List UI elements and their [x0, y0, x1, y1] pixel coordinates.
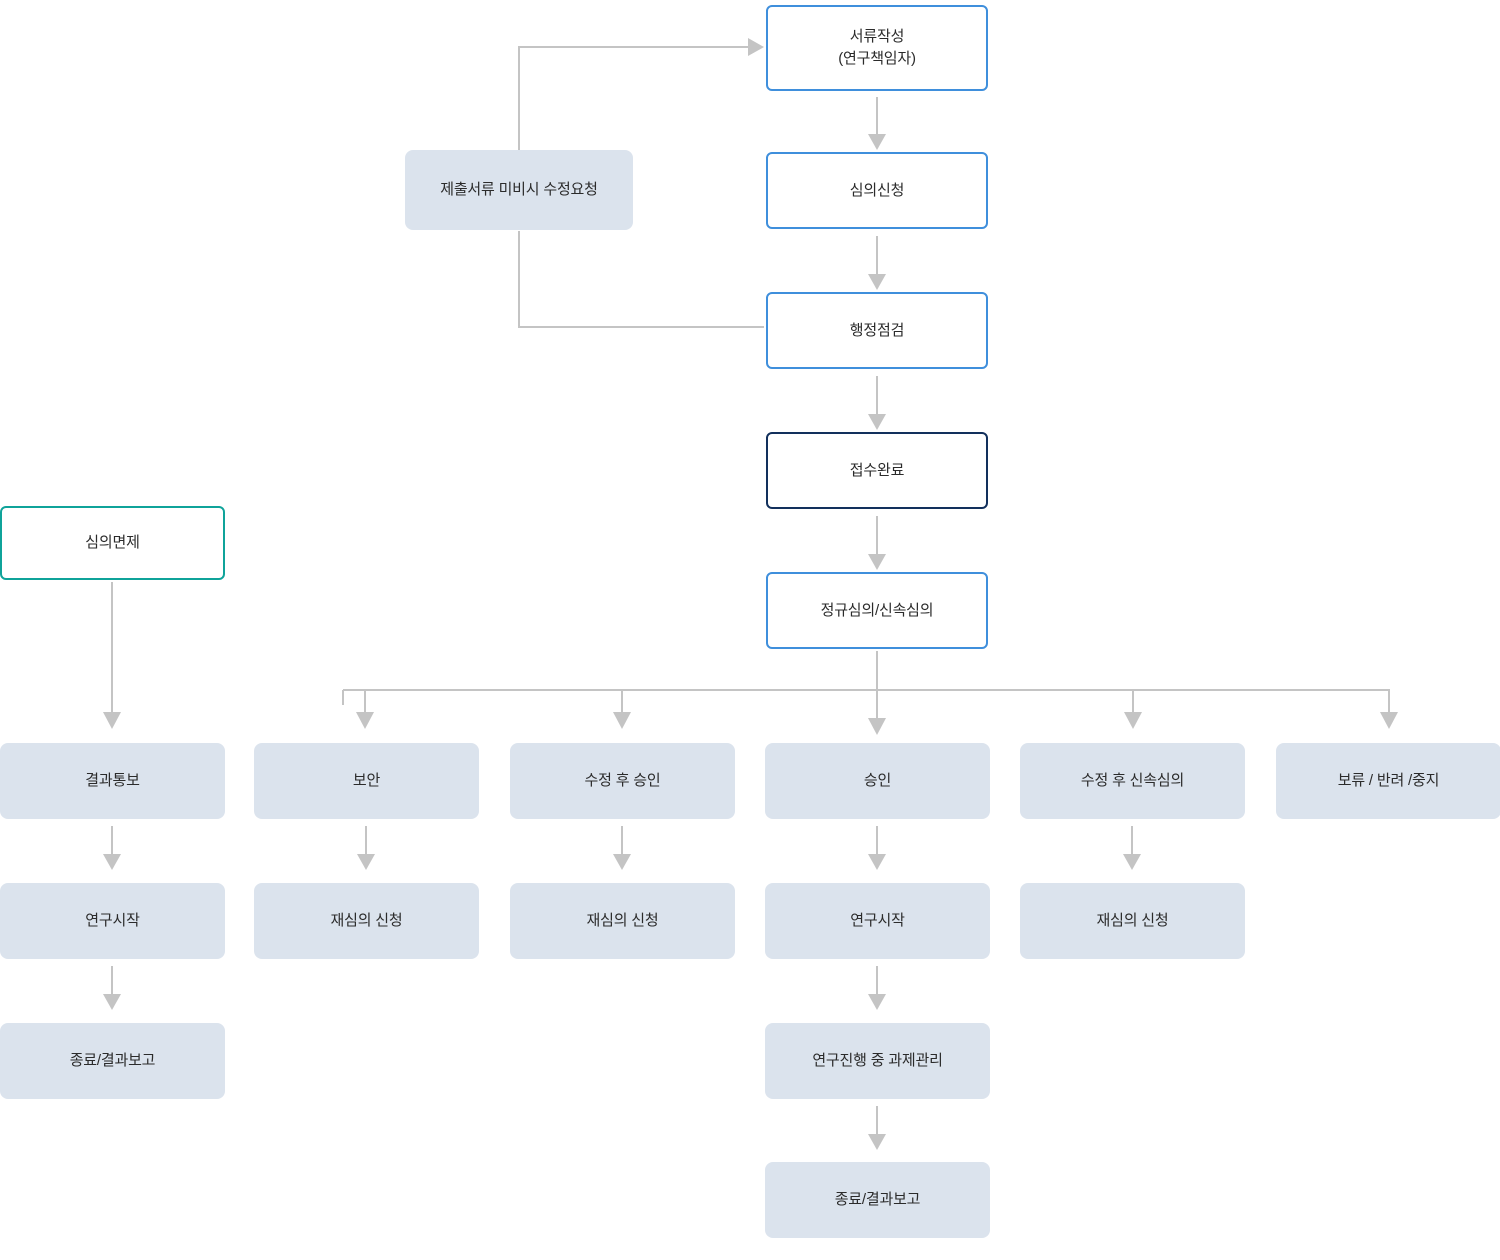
- node-receipt-done[interactable]: 접수완료: [766, 432, 988, 509]
- node-label: 접수완료: [849, 461, 905, 479]
- arrow-doc-to-apply: [868, 97, 886, 150]
- node-label: 재심의 신청: [586, 912, 659, 930]
- arrow-receipt-to-review: [868, 516, 886, 570]
- arrow-rapidafter-to-reappeal: [1123, 826, 1141, 870]
- node-label: 수정 후 승인: [584, 772, 661, 790]
- arrow-approveafter-to-reappeal: [613, 826, 631, 870]
- arrow-apply-to-admin: [868, 236, 886, 290]
- node-label: 보류 / 반려 /중지: [1337, 772, 1440, 790]
- node-reappeal-1[interactable]: 재심의 신청: [254, 883, 479, 959]
- node-label: 보안: [352, 772, 381, 790]
- arrow-result-to-start: [103, 826, 121, 870]
- arrow-exempt-to-result: [103, 582, 121, 729]
- node-exempt[interactable]: 심의면제: [0, 506, 225, 580]
- node-start-study-left[interactable]: 연구시작: [0, 883, 225, 959]
- node-label: 승인: [863, 772, 892, 790]
- arrow-revise-loop-to-doc: [518, 38, 764, 150]
- node-label: 수정 후 신속심의: [1080, 772, 1185, 790]
- node-label: 재심의 신청: [1096, 912, 1169, 930]
- node-label: 연구시작: [850, 912, 905, 930]
- node-reappeal-2[interactable]: 재심의 신청: [510, 883, 735, 959]
- node-label: 제출서류 미비시 수정요청: [440, 181, 598, 199]
- node-start-study-center[interactable]: 연구시작: [765, 883, 990, 959]
- arrow-approve-to-start: [868, 826, 886, 870]
- node-hold-reject-suspend[interactable]: 보류 / 반려 /중지: [1276, 743, 1500, 819]
- arrow-admin-to-receipt: [868, 376, 886, 430]
- node-doc-prep[interactable]: 서류작성 (연구책임자): [766, 5, 988, 91]
- node-label: 심의신청: [849, 181, 905, 199]
- node-result-notice[interactable]: 결과통보: [0, 743, 225, 819]
- node-label: 연구시작: [85, 912, 140, 930]
- node-review-apply[interactable]: 심의신청: [766, 152, 988, 229]
- node-label: 결과통보: [85, 772, 140, 790]
- arrow-admin-loop-to-revise: [518, 231, 764, 328]
- node-label: 종료/결과보고: [834, 1191, 921, 1209]
- arrow-start-to-manage: [868, 966, 886, 1010]
- node-supplement[interactable]: 보안: [254, 743, 479, 819]
- node-regular-rapid-review[interactable]: 정규심의/신속심의: [766, 572, 988, 649]
- node-reappeal-3[interactable]: 재심의 신청: [1020, 883, 1245, 959]
- node-rapid-after-revision[interactable]: 수정 후 신속심의: [1020, 743, 1245, 819]
- node-end-report-left[interactable]: 종료/결과보고: [0, 1023, 225, 1099]
- node-label: 연구진행 중 과제관리: [812, 1052, 943, 1070]
- node-manage-ongoing-study[interactable]: 연구진행 중 과제관리: [765, 1023, 990, 1099]
- arrow-start-to-end-left: [103, 966, 121, 1010]
- arrow-branch-bus: [342, 651, 1398, 735]
- node-admin-check[interactable]: 행정점검: [766, 292, 988, 369]
- node-label: 재심의 신청: [330, 912, 403, 930]
- arrow-manage-to-end: [868, 1106, 886, 1150]
- node-label: 심의면제: [85, 534, 140, 552]
- node-approve[interactable]: 승인: [765, 743, 990, 819]
- node-label: 행정점검: [849, 321, 905, 339]
- node-label: 종료/결과보고: [69, 1052, 156, 1070]
- arrow-supplement-to-reappeal: [357, 826, 375, 870]
- node-revise-request[interactable]: 제출서류 미비시 수정요청: [405, 150, 633, 230]
- node-label: 정규심의/신속심의: [820, 601, 934, 619]
- node-approve-after-revision[interactable]: 수정 후 승인: [510, 743, 735, 819]
- node-label: 서류작성 (연구책임자): [838, 28, 916, 67]
- node-end-report-center[interactable]: 종료/결과보고: [765, 1162, 990, 1238]
